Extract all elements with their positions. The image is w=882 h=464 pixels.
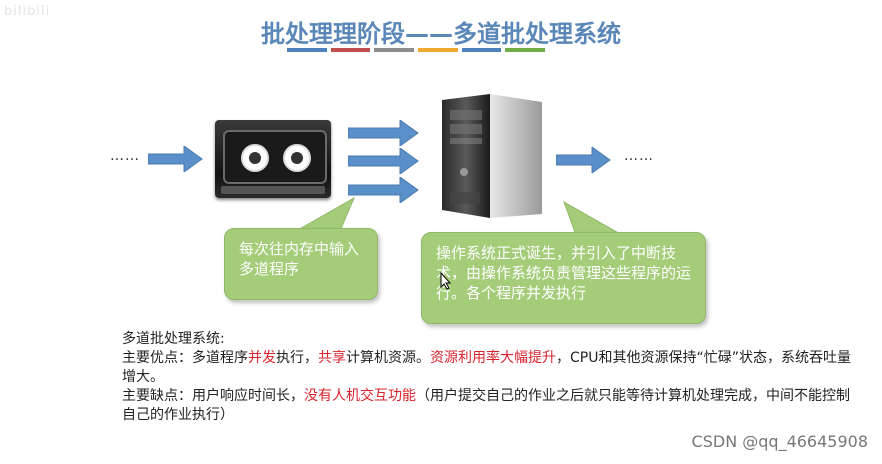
callout-tail (294, 196, 356, 232)
pros-highlight: 共享 (318, 350, 346, 366)
csdn-watermark: CSDN @qq_46645908 (691, 432, 868, 451)
tape-drive-icon (215, 120, 331, 198)
arrow-right-icon (148, 146, 203, 172)
output-ellipsis: …… (624, 148, 654, 164)
tape-base (221, 186, 325, 194)
tape-reel-icon (241, 144, 269, 172)
page-title: 批处理理阶段——多道批处理系统 (261, 20, 621, 48)
notes-block: 多道批处理系统: 主要优点：多道程序并发执行，共享计算机资源。资源利用率大幅提升… (122, 330, 852, 425)
pros-highlight: 并发 (248, 350, 276, 366)
color-segment (374, 48, 415, 52)
color-segment (330, 48, 371, 52)
arrow-right-icon (348, 148, 419, 174)
arrow-right-icon (348, 120, 419, 146)
notes-pros: 主要优点：多道程序并发执行，共享计算机资源。资源利用率大幅提升，CPU和其他资源… (122, 349, 852, 387)
cons-highlight: 没有人机交互功能 (304, 388, 416, 404)
cons-text: （用户提交自己的作业之后就只能等待计算机处理完成，中间不能控制自己的作业执行） (122, 388, 850, 423)
arrow-right-icon (348, 177, 419, 203)
pros-highlight: 资源利用率大幅提升 (430, 350, 556, 366)
input-ellipsis: …… (110, 148, 140, 164)
tape-reel-icon (283, 144, 311, 172)
pros-text: 主要优点：多道程序 (122, 350, 248, 366)
arrow-right-icon (556, 147, 611, 173)
pros-text: 执行， (276, 350, 318, 366)
notes-cons: 主要缺点：用户响应时间长，没有人机交互功能（用户提交自己的作业之后就只能等待计算… (122, 387, 852, 425)
pros-text: ，CPU和其他资源保持“忙碌”状态，系统吞吐量增大。 (122, 350, 851, 385)
callout-tail (563, 200, 624, 236)
notes-heading: 多道批处理系统: (122, 331, 225, 347)
color-segment (505, 48, 546, 52)
title-color-bar (287, 48, 546, 52)
pros-text: 计算机资源。 (346, 350, 430, 366)
tape-window (223, 130, 327, 184)
mouse-cursor-icon (440, 272, 452, 290)
callout-input: 每次往内存中输入多道程序 (224, 228, 378, 300)
color-segment (418, 48, 458, 52)
color-segment (461, 48, 502, 52)
callout-os: 操作系统正式诞生，并引入了中断技术，由操作系统负责管理这些程序的运行。各个程序并… (421, 232, 706, 324)
cons-text: 主要缺点：用户响应时间长， (122, 388, 304, 404)
server-tower-icon (442, 94, 542, 218)
bilibili-watermark: bilibili (4, 4, 51, 19)
color-segment (287, 48, 327, 52)
